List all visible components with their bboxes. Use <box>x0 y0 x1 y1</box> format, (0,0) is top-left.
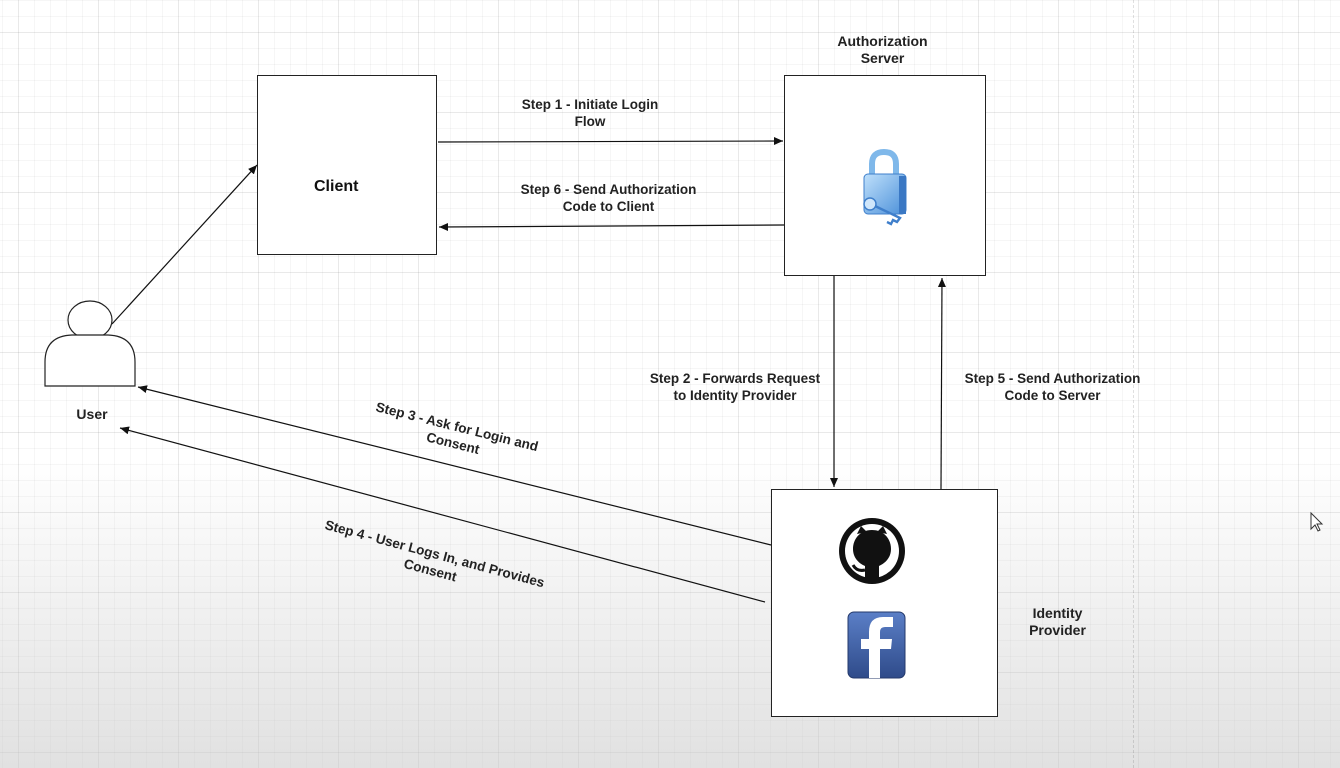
user-icon <box>44 300 136 387</box>
identity-provider-label: Identity Provider <box>1029 605 1086 638</box>
user-label: User <box>76 406 108 422</box>
client-label: Client <box>314 178 359 195</box>
arrow-step6 <box>438 222 785 231</box>
client-box[interactable] <box>257 75 437 255</box>
arrow-user-to-client <box>111 164 258 325</box>
page-guide-line <box>1133 0 1134 768</box>
step5-label: Step 5 - Send Authorization Code to Serv… <box>964 371 1141 403</box>
arrow-step1 <box>437 137 784 146</box>
step2-label: Step 2 - Forwards Request to Identity Pr… <box>649 371 821 403</box>
authorization-server-label: Authorization Server <box>837 33 928 66</box>
step6-label: Step 6 - Send Authorization Code to Clie… <box>520 182 697 214</box>
mouse-cursor-icon <box>1310 511 1324 532</box>
arrow-step5 <box>937 277 946 490</box>
github-icon <box>839 518 905 584</box>
arrow-step4 <box>119 426 766 603</box>
padlock-key-icon <box>863 148 907 226</box>
facebook-icon <box>847 611 906 679</box>
arrow-step3 <box>137 385 772 546</box>
step1-label: Step 1 - Initiate Login Flow <box>521 97 659 129</box>
